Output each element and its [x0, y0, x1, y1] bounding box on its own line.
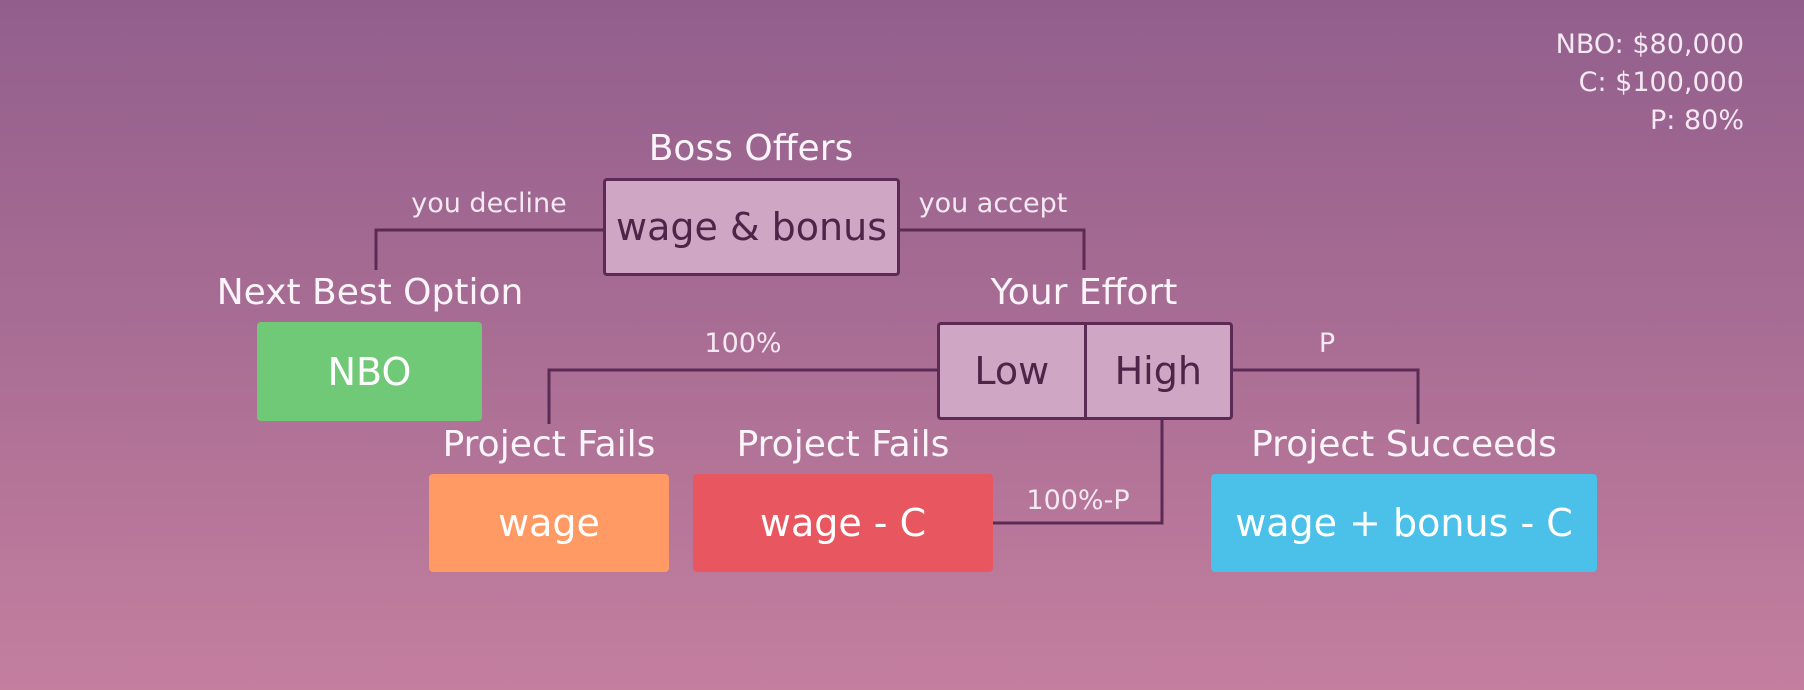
edge-100-percent: 100% — [704, 328, 782, 359]
high-fail-title: Project Fails — [736, 424, 950, 465]
wage-bonus-node: wage & bonus — [603, 178, 900, 276]
edge-p: P — [1318, 328, 1336, 359]
wage-minus-c-outcome: wage - C — [693, 474, 993, 572]
nbo-outcome: NBO — [257, 322, 482, 421]
param-p: P: 80% — [1650, 105, 1744, 136]
effort-high: High — [1114, 349, 1202, 393]
wage-bonus-minus-c-outcome: wage + bonus - C — [1211, 474, 1597, 572]
accept-connector — [900, 228, 1086, 270]
low-fail-title: Project Fails — [442, 424, 656, 465]
high-success-connector — [1233, 368, 1420, 424]
decline-connector — [374, 228, 603, 270]
your-effort-title: Your Effort — [990, 272, 1178, 313]
effort-low: Low — [940, 325, 1087, 417]
project-succeeds-title: Project Succeeds — [1251, 424, 1557, 465]
param-c: C: $100,000 — [1578, 67, 1744, 98]
high-fail-connector — [993, 420, 1164, 525]
param-nbo: NBO: $80,000 — [1555, 29, 1744, 60]
edge-you-accept: you accept — [918, 188, 1068, 219]
next-best-option-title: Next Best Option — [216, 272, 524, 313]
wage-outcome: wage — [429, 474, 669, 572]
edge-100-minus-p: 100%-P — [1026, 485, 1130, 516]
parameters-legend: NBO: $80,000 C: $100,000 P: 80% — [1556, 26, 1744, 140]
effort-node: Low High — [937, 322, 1233, 420]
boss-offers-title: Boss Offers — [648, 128, 854, 169]
low-effort-connector — [547, 368, 937, 424]
edge-you-decline: you decline — [411, 188, 567, 219]
